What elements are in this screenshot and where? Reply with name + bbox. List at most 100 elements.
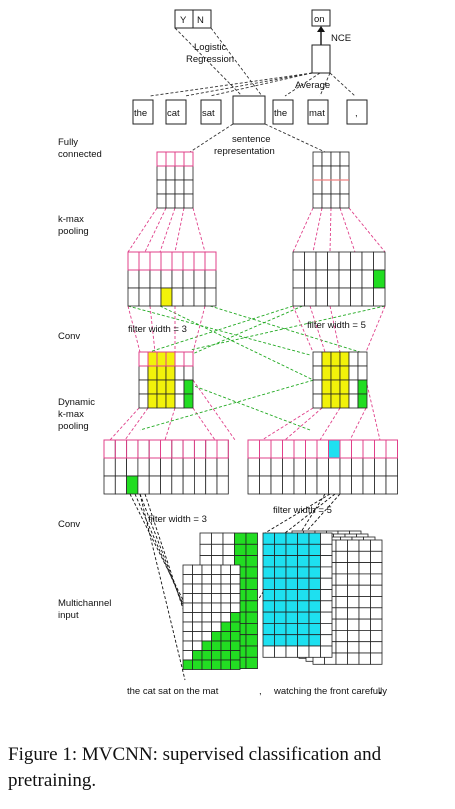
- grid-cell: [182, 640, 193, 651]
- grid-cell: [358, 607, 371, 620]
- grid-cell: [211, 532, 224, 545]
- grid-cell: [274, 611, 287, 624]
- conv-input-line-5: [264, 493, 331, 534]
- grid-top-row-highlight: [247, 439, 398, 459]
- grid-cell: [305, 475, 318, 495]
- dyn-conv-line-6: [284, 407, 323, 441]
- grid-cell: [297, 645, 310, 658]
- grid-cell: [156, 393, 167, 409]
- grid-cell: [165, 193, 176, 209]
- logistic-regression-label-2: Regression: [186, 54, 234, 65]
- grid-cell: [182, 251, 195, 271]
- grid-cell: [362, 457, 375, 477]
- dyn-conv-line-1: [124, 407, 149, 441]
- grid-cell: [297, 566, 310, 579]
- grid-cell: [245, 566, 258, 579]
- grid-cell: [211, 583, 222, 594]
- grid-cell: [165, 179, 176, 195]
- kmax-cross-line-0: [127, 305, 311, 356]
- grid-cell: [285, 532, 298, 545]
- grid-cell: [312, 351, 323, 367]
- grid-cell: [149, 251, 162, 271]
- grid-cell: [192, 583, 203, 594]
- dynamic-kmax-grid-right: [312, 351, 368, 409]
- grid-cell: [183, 351, 194, 367]
- grid-cell: [304, 287, 317, 307]
- grid-cell: [339, 193, 350, 209]
- grid-cell: [385, 475, 398, 495]
- grid-cell: [182, 564, 193, 575]
- grid-cell: [201, 574, 212, 585]
- grid-cell: [220, 612, 231, 623]
- conv-input-line-0: [129, 493, 184, 601]
- grid-cell: [165, 393, 176, 409]
- fc-kmax-line-1: [144, 207, 167, 253]
- grid-cell: [148, 439, 161, 459]
- sentence-representation-box: [232, 95, 266, 125]
- grid-cell: [321, 193, 332, 209]
- grid-cell: [293, 457, 306, 477]
- grid-cell: [304, 251, 317, 271]
- grid-cell: [357, 365, 368, 381]
- grid-cell: [183, 365, 194, 381]
- grid-cell: [328, 475, 341, 495]
- label-line: pooling: [58, 421, 89, 432]
- grid-cell: [358, 641, 371, 654]
- grid-cell: [321, 151, 332, 167]
- grid-cell: [320, 589, 333, 602]
- average-box: [311, 44, 331, 74]
- grid-cell: [216, 439, 229, 459]
- grid-cell: [204, 251, 217, 271]
- grid-cell: [285, 600, 298, 613]
- grid-cell: [149, 287, 162, 307]
- filter-width-upper-right: filter width = 5: [307, 320, 366, 331]
- grid-cell: [330, 151, 341, 167]
- grid-cell: [327, 251, 340, 271]
- grid-cell: [259, 457, 272, 477]
- grid-cell: [193, 287, 206, 307]
- grid-cell: [193, 269, 206, 289]
- grid-cell: [339, 151, 350, 167]
- grid-cell: [347, 596, 360, 609]
- grid-cell: [373, 269, 386, 289]
- grid-top-row-highlight: [103, 439, 229, 459]
- grid-cell: [285, 555, 298, 568]
- grid-cell: [262, 555, 275, 568]
- grid-cell: [308, 623, 321, 636]
- grid-cell: [103, 457, 116, 477]
- word-text: the: [274, 108, 287, 119]
- grid-cell: [308, 611, 321, 624]
- grid-cell: [348, 393, 359, 409]
- grid-cell: [274, 623, 287, 636]
- grid-cell: [335, 596, 348, 609]
- grid-cell: [285, 543, 298, 556]
- grid-cell: [211, 612, 222, 623]
- grid-cell: [293, 475, 306, 495]
- grid-cell: [156, 193, 167, 209]
- grid-cell: [245, 634, 258, 647]
- grid-cell: [315, 287, 328, 307]
- grid-cell: [156, 365, 167, 381]
- grid-cell: [182, 574, 193, 585]
- grid-cell: [127, 287, 140, 307]
- word-box-1: [165, 99, 187, 125]
- grid-cell: [138, 251, 151, 271]
- grid-cell: [211, 543, 224, 556]
- label-line: k-max: [58, 409, 84, 420]
- grid-cell: [182, 269, 195, 289]
- label-n: N: [197, 15, 204, 26]
- grid-cell: [274, 555, 287, 568]
- grid-cell: [370, 539, 383, 552]
- grid-cell: [361, 269, 374, 289]
- grid-cell: [320, 532, 333, 545]
- grid-cell: [370, 596, 383, 609]
- grid-cell: [358, 618, 371, 631]
- grid-cell: [358, 550, 371, 563]
- grid-cell: [165, 351, 176, 367]
- grid-cell: [347, 562, 360, 575]
- lr-line-right: [210, 27, 263, 97]
- grid-cell: [211, 640, 222, 651]
- kmax-dyn-line-5: [309, 305, 326, 353]
- grid-cell: [103, 475, 116, 495]
